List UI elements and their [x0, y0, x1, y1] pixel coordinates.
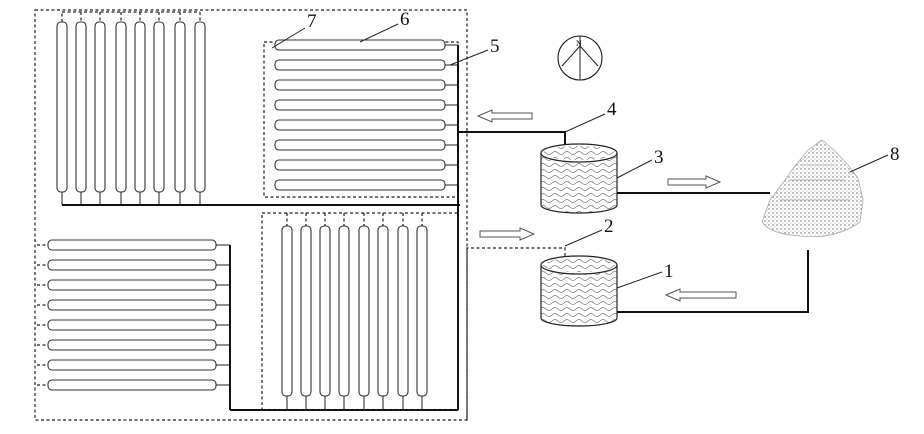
material-pile — [762, 140, 863, 237]
flow-arrow-left-top — [478, 110, 532, 122]
label-5: 5 — [490, 36, 500, 57]
label-8: 8 — [890, 144, 900, 165]
flow-arrow-right-top — [668, 176, 720, 188]
leader-2 — [565, 230, 602, 246]
flow-arrow-right-mid — [480, 228, 534, 240]
top-left-tube-bank — [57, 12, 205, 205]
upper-tank — [541, 144, 617, 213]
north-compass-icon: N — [558, 36, 602, 80]
leader-8 — [850, 155, 888, 172]
leader-1 — [617, 272, 662, 288]
compass-north-letter: N — [576, 39, 582, 48]
label-1: 1 — [664, 261, 674, 282]
label-4: 4 — [607, 99, 617, 120]
flow-arrow-left-bottom — [666, 289, 736, 301]
pipe-pile-to-tank — [617, 250, 808, 312]
supply-pipe-top — [458, 132, 565, 145]
label-3: 3 — [654, 147, 664, 168]
label-6: 6 — [400, 9, 410, 30]
lower-tank — [541, 256, 617, 326]
top-right-tube-bank — [264, 40, 458, 205]
bottom-left-tube-bank — [37, 240, 458, 410]
leader-3 — [617, 160, 652, 178]
label-7: 7 — [307, 11, 317, 32]
leader-5 — [450, 50, 488, 65]
leader-6 — [360, 24, 398, 42]
leader-4 — [565, 114, 605, 132]
bottom-right-tube-bank — [262, 205, 458, 410]
label-2: 2 — [604, 216, 614, 237]
